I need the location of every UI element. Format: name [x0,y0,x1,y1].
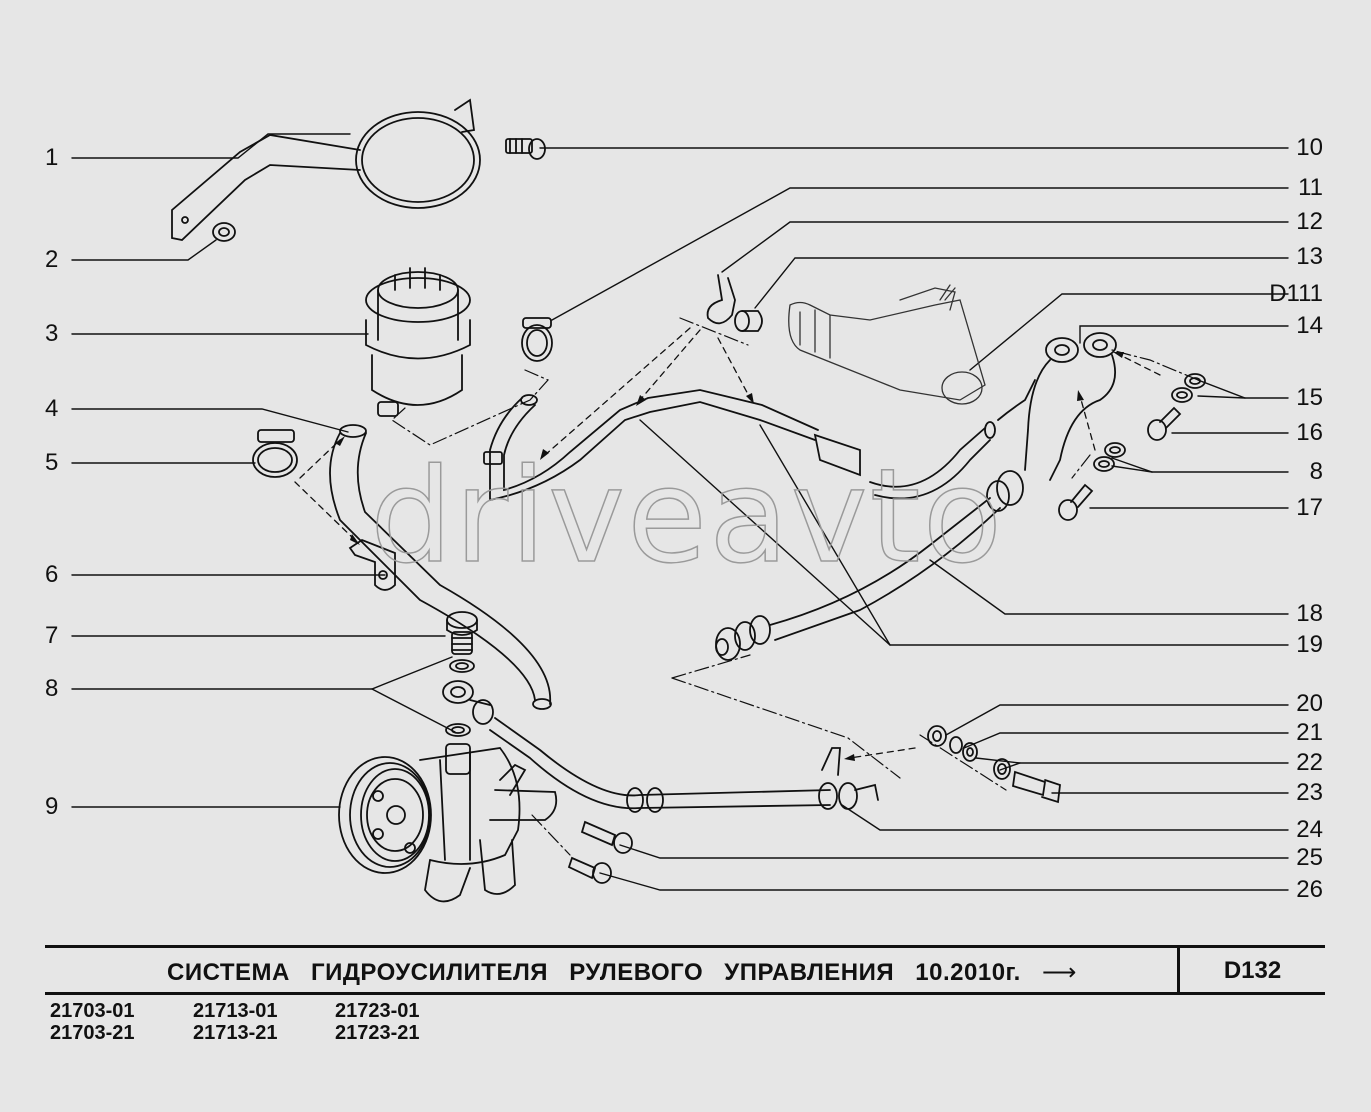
part-9-pump [338,743,558,903]
part-7-bolt [446,611,478,655]
model-group-2: 21713-01 21713-21 [193,1000,278,1044]
callout-5: 5 [45,449,59,476]
part-12-holder [706,274,736,325]
parts-25-26-bolts [567,820,633,884]
part-13-bushing [734,310,763,332]
callout-7: 7 [45,622,59,649]
watermark: driveavto [369,439,1005,593]
callout-26: 26 [1296,876,1323,903]
callout-12: 12 [1296,208,1323,235]
part-6-holder [348,538,396,591]
callout-9: 9 [45,793,59,820]
callout-25: 25 [1296,844,1323,871]
model-code: 21703-01 [50,1000,135,1022]
part-18-pressure-hose [715,470,1024,661]
title-label: СИСТЕМА ГИДРОУСИЛИТЕЛЯ РУЛЕВОГО УПРАВЛЕН… [167,959,1021,986]
callout-22: 22 [1296,749,1323,776]
leader-lines-left [71,133,456,808]
part-17-bolt [1058,483,1094,521]
return-line [483,379,1036,502]
callout-24: 24 [1296,816,1323,843]
parts-20-23-hardware [927,725,1061,804]
steering-gear [788,284,986,405]
part-1-bracket [171,98,481,241]
callout-23: 23 [1296,779,1323,806]
title-arrow: ⟶ [1041,959,1077,986]
callout-11: 11 [1298,174,1323,201]
model-code: 21703-21 [50,1022,135,1044]
model-group-3: 21723-01 21723-21 [335,1000,420,1044]
part-24-return-hose [472,699,879,813]
part-4-supply-hose [329,424,552,710]
model-code: 21723-01 [335,1000,420,1022]
callout-20: 20 [1296,690,1323,717]
part-16-bolt [1147,406,1182,441]
model-code: 21723-21 [335,1022,420,1044]
callout-8-right: 8 [1309,458,1323,485]
callout-2: 2 [45,246,59,273]
callout-15: 15 [1296,384,1323,411]
callout-8-left: 8 [45,675,59,702]
part-8-washers-left [445,659,475,737]
title-block: СИСТЕМА ГИДРОУСИЛИТЕЛЯ РУЛЕВОГО УПРАВЛЕН… [45,945,1325,995]
part-2-washer [212,222,236,242]
diagram-title: СИСТЕМА ГИДРОУСИЛИТЕЛЯ РУЛЕВОГО УПРАВЛЕН… [167,958,1077,987]
callout-13: 13 [1296,243,1323,270]
callout-4: 4 [45,395,59,422]
model-group-1: 21703-01 21703-21 [50,1000,135,1044]
callout-14: 14 [1296,312,1323,339]
sheet-code: D132 [1223,957,1282,984]
part-5-clamp [252,429,298,478]
callout-19: 19 [1296,631,1323,658]
callout-d111: D111 [1269,280,1323,307]
part-14-pipes [1024,332,1117,481]
model-code: 21713-21 [193,1022,278,1044]
part-10-bolt [505,138,546,160]
model-code: 21713-01 [193,1000,278,1022]
callout-1: 1 [45,144,59,171]
callout-16: 16 [1296,419,1323,446]
title-divider [1177,948,1180,992]
part-3-reservoir [365,267,471,417]
callout-18: 18 [1296,600,1323,627]
parts-15-8-washers [1093,373,1206,472]
callout-6: 6 [45,561,59,588]
callout-17: 17 [1296,494,1323,521]
callout-3: 3 [45,320,59,347]
part-11-clamp [521,317,553,362]
leader-lines-right [539,147,1289,891]
callout-10: 10 [1296,134,1323,161]
callout-21: 21 [1296,719,1323,746]
parts-drawing [71,98,1289,903]
